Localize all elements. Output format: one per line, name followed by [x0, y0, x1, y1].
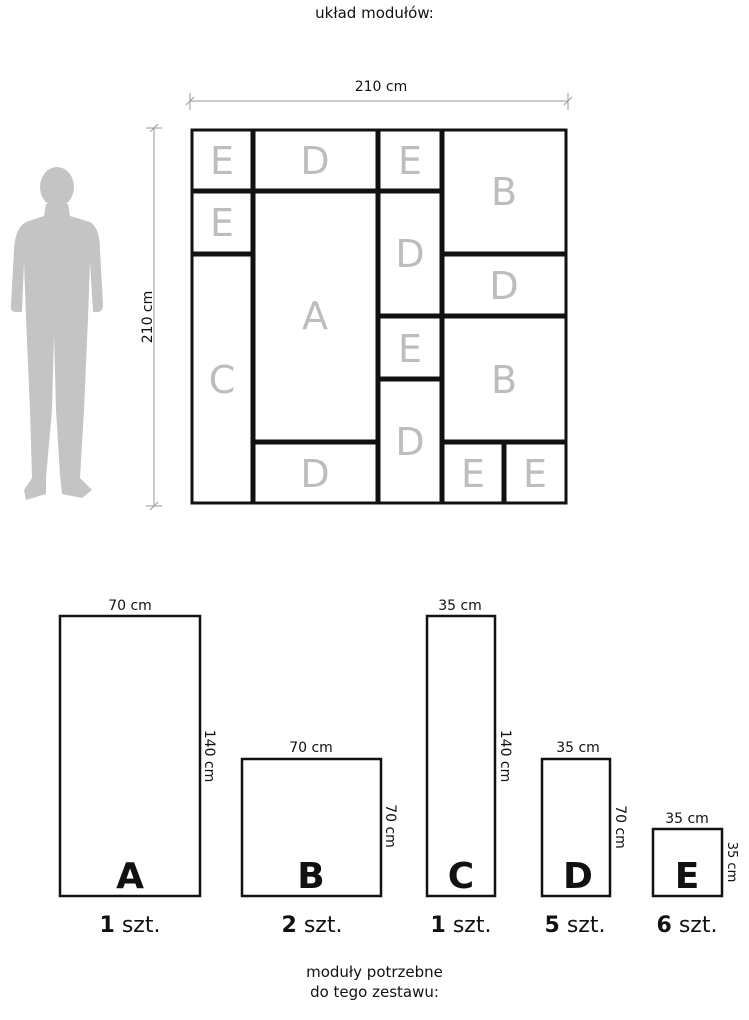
module-a-height-label: 140 cm — [201, 730, 217, 783]
grid-cell — [252, 441, 379, 505]
grid-cell-letter: B — [491, 358, 517, 402]
module-d-quantity: 5 szt. — [515, 913, 635, 938]
module-c: 35 cm 140 cm C — [425, 598, 513, 898]
module-b-quantity: 2 szt. — [252, 913, 372, 938]
module-grid — [190, 128, 568, 505]
module-b: 70 cm 70 cm B — [240, 740, 398, 898]
module-e-count: 6 — [656, 913, 672, 938]
module-b-unit: szt. — [303, 913, 343, 938]
grid-cell-letter: B — [491, 170, 517, 214]
grid-cell-letter: C — [209, 358, 236, 402]
grid-cell — [190, 128, 254, 192]
module-b-width-label: 70 cm — [289, 740, 333, 756]
module-b-height-label: 70 cm — [382, 804, 398, 848]
grid-cell — [190, 253, 254, 505]
module-a-width-label: 70 cm — [108, 598, 152, 614]
overall-height-dimension — [146, 123, 162, 511]
grid-cell-letter: E — [210, 139, 234, 183]
grid-cell — [503, 441, 568, 505]
module-e-unit: szt. — [678, 913, 718, 938]
module-d-width-label: 35 cm — [556, 740, 600, 756]
grid-cell — [377, 378, 443, 505]
module-a-letter: A — [116, 856, 144, 897]
module-d-unit: szt. — [566, 913, 606, 938]
module-c-height-label: 140 cm — [497, 730, 513, 783]
grid-cell-letter: E — [398, 327, 422, 371]
grid-cell-letter: D — [300, 452, 329, 496]
module-e-letter: E — [675, 856, 700, 897]
module-e-quantity: 6 szt. — [627, 913, 747, 938]
grid-cell — [377, 128, 443, 192]
grid-cell — [441, 441, 505, 505]
module-b-letter: B — [297, 856, 324, 897]
module-c-count: 1 — [430, 913, 446, 938]
grid-cell-letter: D — [489, 264, 518, 308]
grid-cell-letter: E — [523, 452, 547, 496]
module-d-height-label: 70 cm — [612, 805, 628, 849]
grid-cell — [252, 190, 379, 443]
overall-width-label: 210 cm — [355, 79, 408, 95]
layout-title: układ modułów: — [315, 4, 434, 22]
grid-cell-letter: D — [395, 420, 424, 464]
module-b-count: 2 — [281, 913, 297, 938]
human-silhouette-icon — [10, 167, 103, 500]
footer-note: moduły potrzebne do tego zestawu: — [0, 962, 749, 1002]
grid-cell — [190, 190, 254, 255]
footer-line-1: moduły potrzebne — [306, 963, 443, 981]
overall-height-label: 210 cm — [140, 291, 156, 344]
grid-letters: E D E B E A D D C E B D D E E — [209, 139, 547, 496]
grid-cell — [377, 190, 443, 317]
module-e-height-label: 35 cm — [724, 842, 739, 883]
grid-cell — [377, 315, 443, 380]
module-c-quantity: 1 szt. — [401, 913, 521, 938]
grid-cell-letter: E — [461, 452, 485, 496]
grid-cell-letter: D — [300, 139, 329, 183]
overall-width-dimension — [185, 93, 573, 110]
grid-cell — [441, 128, 568, 255]
grid-cell-letter: E — [398, 139, 422, 183]
module-c-letter: C — [448, 856, 474, 897]
grid-cell — [252, 128, 379, 192]
module-e: 35 cm 35 cm E — [651, 811, 739, 898]
grid-cell-letter: E — [210, 201, 234, 245]
grid-cell-letter: A — [302, 294, 328, 338]
grid-cell-letter: D — [395, 232, 424, 276]
grid-cell — [441, 253, 568, 317]
module-d-count: 5 — [544, 913, 560, 938]
module-d: 35 cm 70 cm D — [540, 740, 628, 898]
module-a-quantity: 1 szt. — [70, 913, 190, 938]
module-a-unit: szt. — [121, 913, 161, 938]
module-d-letter: D — [563, 856, 593, 897]
module-c-width-label: 35 cm — [438, 598, 482, 614]
module-c-unit: szt. — [452, 913, 492, 938]
module-a: 70 cm 140 cm A — [58, 598, 217, 898]
footer-line-2: do tego zestawu: — [310, 983, 439, 1001]
module-a-count: 1 — [99, 913, 115, 938]
module-e-width-label: 35 cm — [665, 811, 709, 827]
grid-cell — [441, 315, 568, 443]
